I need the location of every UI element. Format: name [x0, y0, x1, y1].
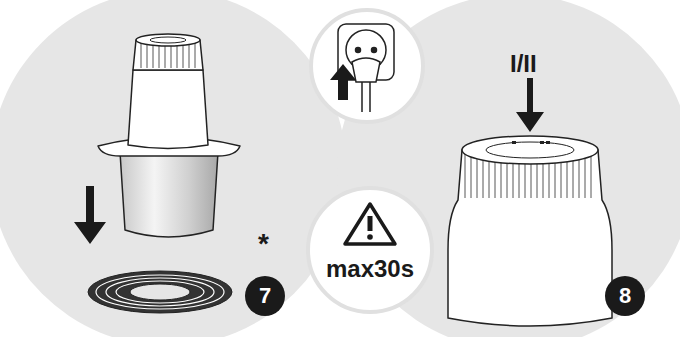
step-number: 7 [259, 283, 271, 309]
warning-badge: max30s [318, 250, 422, 288]
step-number: 8 [619, 283, 631, 309]
callout-number: 7 [245, 276, 285, 316]
time-limit: max30s [326, 255, 414, 283]
callout-number: 8 [605, 276, 645, 316]
footnote-mark: * [258, 228, 269, 260]
speed-setting: I/II [510, 50, 537, 78]
